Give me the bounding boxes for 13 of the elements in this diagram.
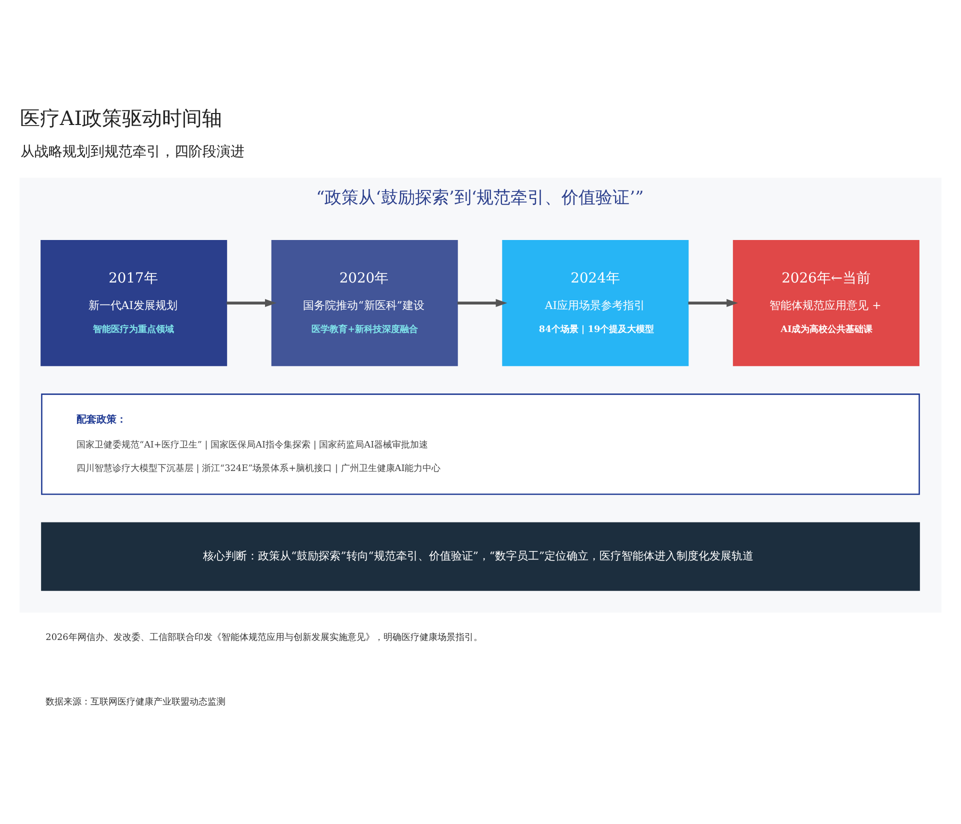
diagram-title: 医疗AI政策驱动时间轴 (20, 106, 222, 130)
node-box: 2026年←当前 智能体规范应用意见 + AI成为高校公共基础课 (732, 240, 920, 366)
arrow (688, 298, 738, 307)
arrow (226, 298, 276, 307)
node-box: 2020年 国务院推动“新医科”建设 医学教育+新科技深度融合 (271, 240, 458, 366)
node-box: 配套政策： 国家卫健委规范“AI+医疗卫生” | 国家医保局AI指令集探索 | 国家药监局AI器械审批加速 四川智慧诊疗大模型下沉基层 | 浙江“324E”场景体系+脑机接口 | 广州卫生健康AI能力中心 (41, 393, 920, 494)
node-box: 2017年 新一代AI发展规划 智能医疗为重点领域 (40, 240, 228, 366)
label: 从战略规划到规范牵引，四阶段演进 (20, 144, 244, 160)
label: 2026年网信办、发改委、工信部联合印发《智能体规范应用与创新发展实施意见》，明确医疗健康场景指引。 (46, 632, 482, 643)
node-box: 核心判断：政策从“鼓励探索”转向“规范牵引、价值验证”，“数字员工”定位确立，医疗智能体进入制度化发展轨道 (41, 522, 920, 590)
label: 数据来源：互联网医疗健康产业联盟动态监测 (46, 696, 226, 707)
arrow (457, 298, 508, 307)
node-box: 2024年 AI应用场景参考指引 84个场景 | 19个提及大模型 (502, 240, 689, 366)
